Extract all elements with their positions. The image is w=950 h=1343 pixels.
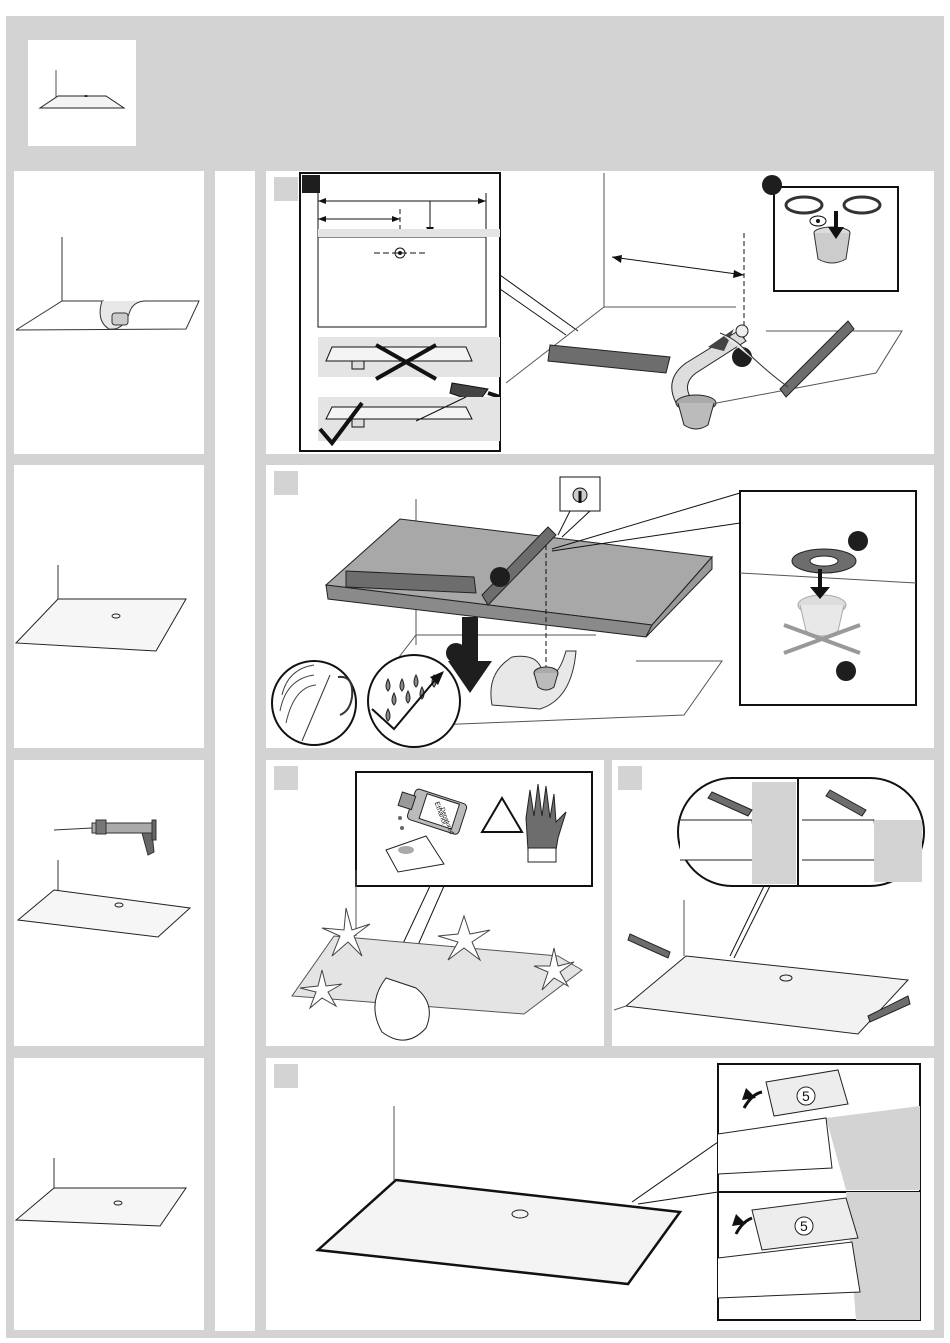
step-1-illustration bbox=[266, 171, 934, 454]
step-5-illustration: 5 5 bbox=[266, 1058, 934, 1330]
row-1-thumbnail bbox=[14, 171, 204, 454]
step-4-illustration bbox=[612, 760, 934, 1046]
circled-five-a: 5 bbox=[802, 1088, 810, 1104]
row-3-thumbnail bbox=[14, 760, 204, 1046]
shower-tray-overview-icon bbox=[28, 40, 136, 146]
tray-placed-thumb-icon bbox=[14, 465, 204, 748]
row-4-thumbnail bbox=[14, 1058, 204, 1330]
step-4-panel bbox=[612, 760, 934, 1046]
row-2-thumbnail bbox=[14, 465, 204, 748]
step-2-illustration bbox=[266, 465, 934, 748]
step-5-panel: 5 5 bbox=[266, 1058, 934, 1330]
circled-five-b: 5 bbox=[800, 1218, 808, 1234]
step-3-illustration: Ethanol Denatured bbox=[266, 760, 604, 1046]
step-2-panel bbox=[266, 465, 934, 748]
overview-thumbnail bbox=[28, 40, 136, 146]
tray-finished-thumb-icon bbox=[14, 1058, 204, 1330]
drain-connection-thumb-icon bbox=[14, 171, 204, 454]
sealant-gun-thumb-icon bbox=[14, 760, 204, 1046]
step-3-panel: Ethanol Denatured bbox=[266, 760, 604, 1046]
step-1-panel bbox=[266, 171, 934, 454]
middle-blank-column bbox=[215, 171, 255, 1331]
detail-marker-icon bbox=[302, 175, 320, 193]
